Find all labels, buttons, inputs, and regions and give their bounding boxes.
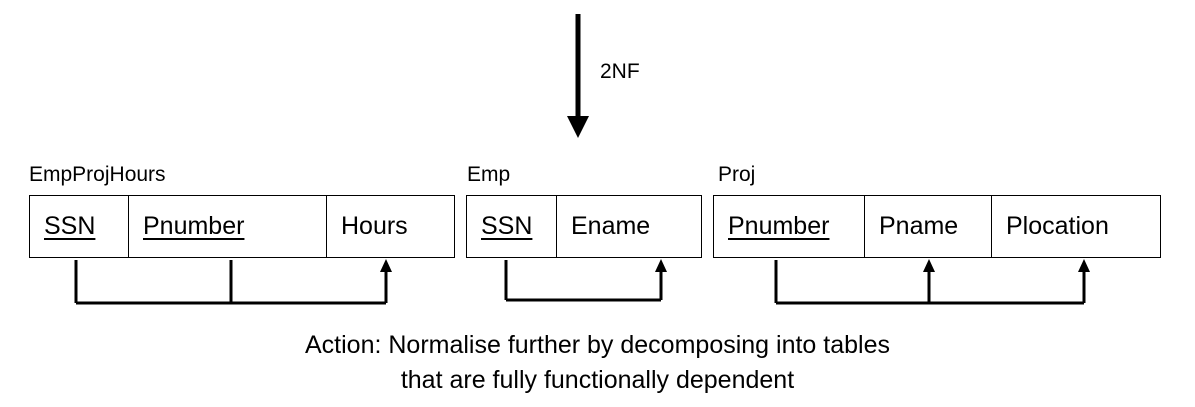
column-pnumber: Pnumber: [129, 196, 327, 257]
table-name-emp: Emp: [467, 163, 511, 186]
table-emp: SSN Ename: [466, 195, 702, 258]
column-hours: Hours: [341, 212, 408, 240]
column-plocation: Plocation: [1006, 212, 1109, 240]
dependency-lines-emp: [504, 259, 667, 302]
table-empprojhours: SSN Pnumber Hours: [29, 195, 455, 258]
down-arrow-icon: [567, 14, 589, 138]
dependency-lines-proj: [774, 259, 1090, 305]
table-name-proj: Proj: [718, 163, 756, 186]
step-label: 2NF: [600, 60, 640, 83]
dependency-lines-empprojhours: [74, 259, 392, 305]
action-caption-line-2: that are fully functionally dependent: [400, 366, 795, 394]
action-caption-line-1: Action: Normalise further by decomposing…: [304, 331, 890, 359]
column-pnumber: Pnumber: [714, 196, 865, 257]
column-ename: Ename: [571, 212, 651, 240]
column-ssn: SSN: [30, 196, 129, 257]
column-ssn: SSN: [467, 196, 557, 257]
table-proj: Pnumber Pname Plocation: [713, 195, 1161, 258]
column-pname: Pname: [865, 196, 992, 257]
table-name-empprojhours: EmpProjHours: [29, 163, 166, 186]
